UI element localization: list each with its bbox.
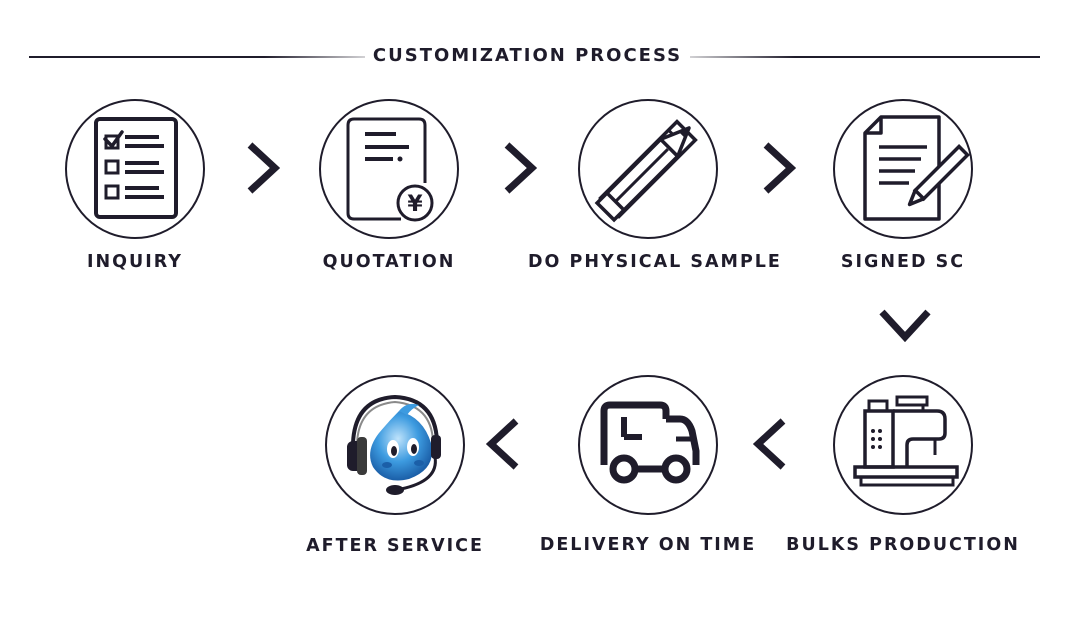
delivery-truck-icon (580, 377, 716, 513)
step-physical-sample: DO PHYSICAL SAMPLE (528, 99, 768, 299)
process-header: CUSTOMIZATION PROCESS (0, 42, 1065, 72)
quotation-document-icon: ¥ (321, 101, 457, 237)
chevron-down-icon (879, 308, 931, 342)
step-inquiry: INQUIRY (15, 99, 255, 299)
checklist-icon (67, 101, 203, 237)
step-inquiry-label: INQUIRY (15, 252, 255, 272)
step-bulks-production-circle (833, 375, 973, 515)
step-delivery-on-time-label: DELIVERY ON TIME (528, 535, 768, 555)
step-bulks-production-label: BULKS PRODUCTION (783, 535, 1023, 555)
step-after-service-label: AFTER SERVICE (275, 536, 515, 556)
header-divider-right (690, 56, 1040, 58)
header-divider-left (29, 56, 365, 58)
step-quotation: ¥ QUOTATION (269, 99, 509, 299)
step-after-service-circle (325, 375, 465, 515)
step-bulks-production: BULKS PRODUCTION (783, 375, 1023, 575)
step-delivery-on-time: DELIVERY ON TIME (528, 375, 768, 575)
step-after-service: AFTER SERVICE (275, 375, 515, 575)
pencil-ruler-icon (580, 101, 716, 237)
step-signed-sc-label: SIGNED SC (783, 252, 1023, 272)
step-signed-sc-circle (833, 99, 973, 239)
headset-mascot-icon (327, 377, 463, 513)
step-signed-sc: SIGNED SC (783, 99, 1023, 299)
step-quotation-circle: ¥ (319, 99, 459, 239)
yen-symbol: ¥ (407, 192, 423, 217)
step-physical-sample-circle (578, 99, 718, 239)
step-physical-sample-label: DO PHYSICAL SAMPLE (528, 252, 768, 272)
sewing-machine-icon (835, 377, 971, 513)
process-title: CUSTOMIZATION PROCESS (365, 45, 690, 66)
signed-contract-icon (835, 101, 971, 237)
step-inquiry-circle (65, 99, 205, 239)
step-delivery-on-time-circle (578, 375, 718, 515)
step-quotation-label: QUOTATION (269, 252, 509, 272)
